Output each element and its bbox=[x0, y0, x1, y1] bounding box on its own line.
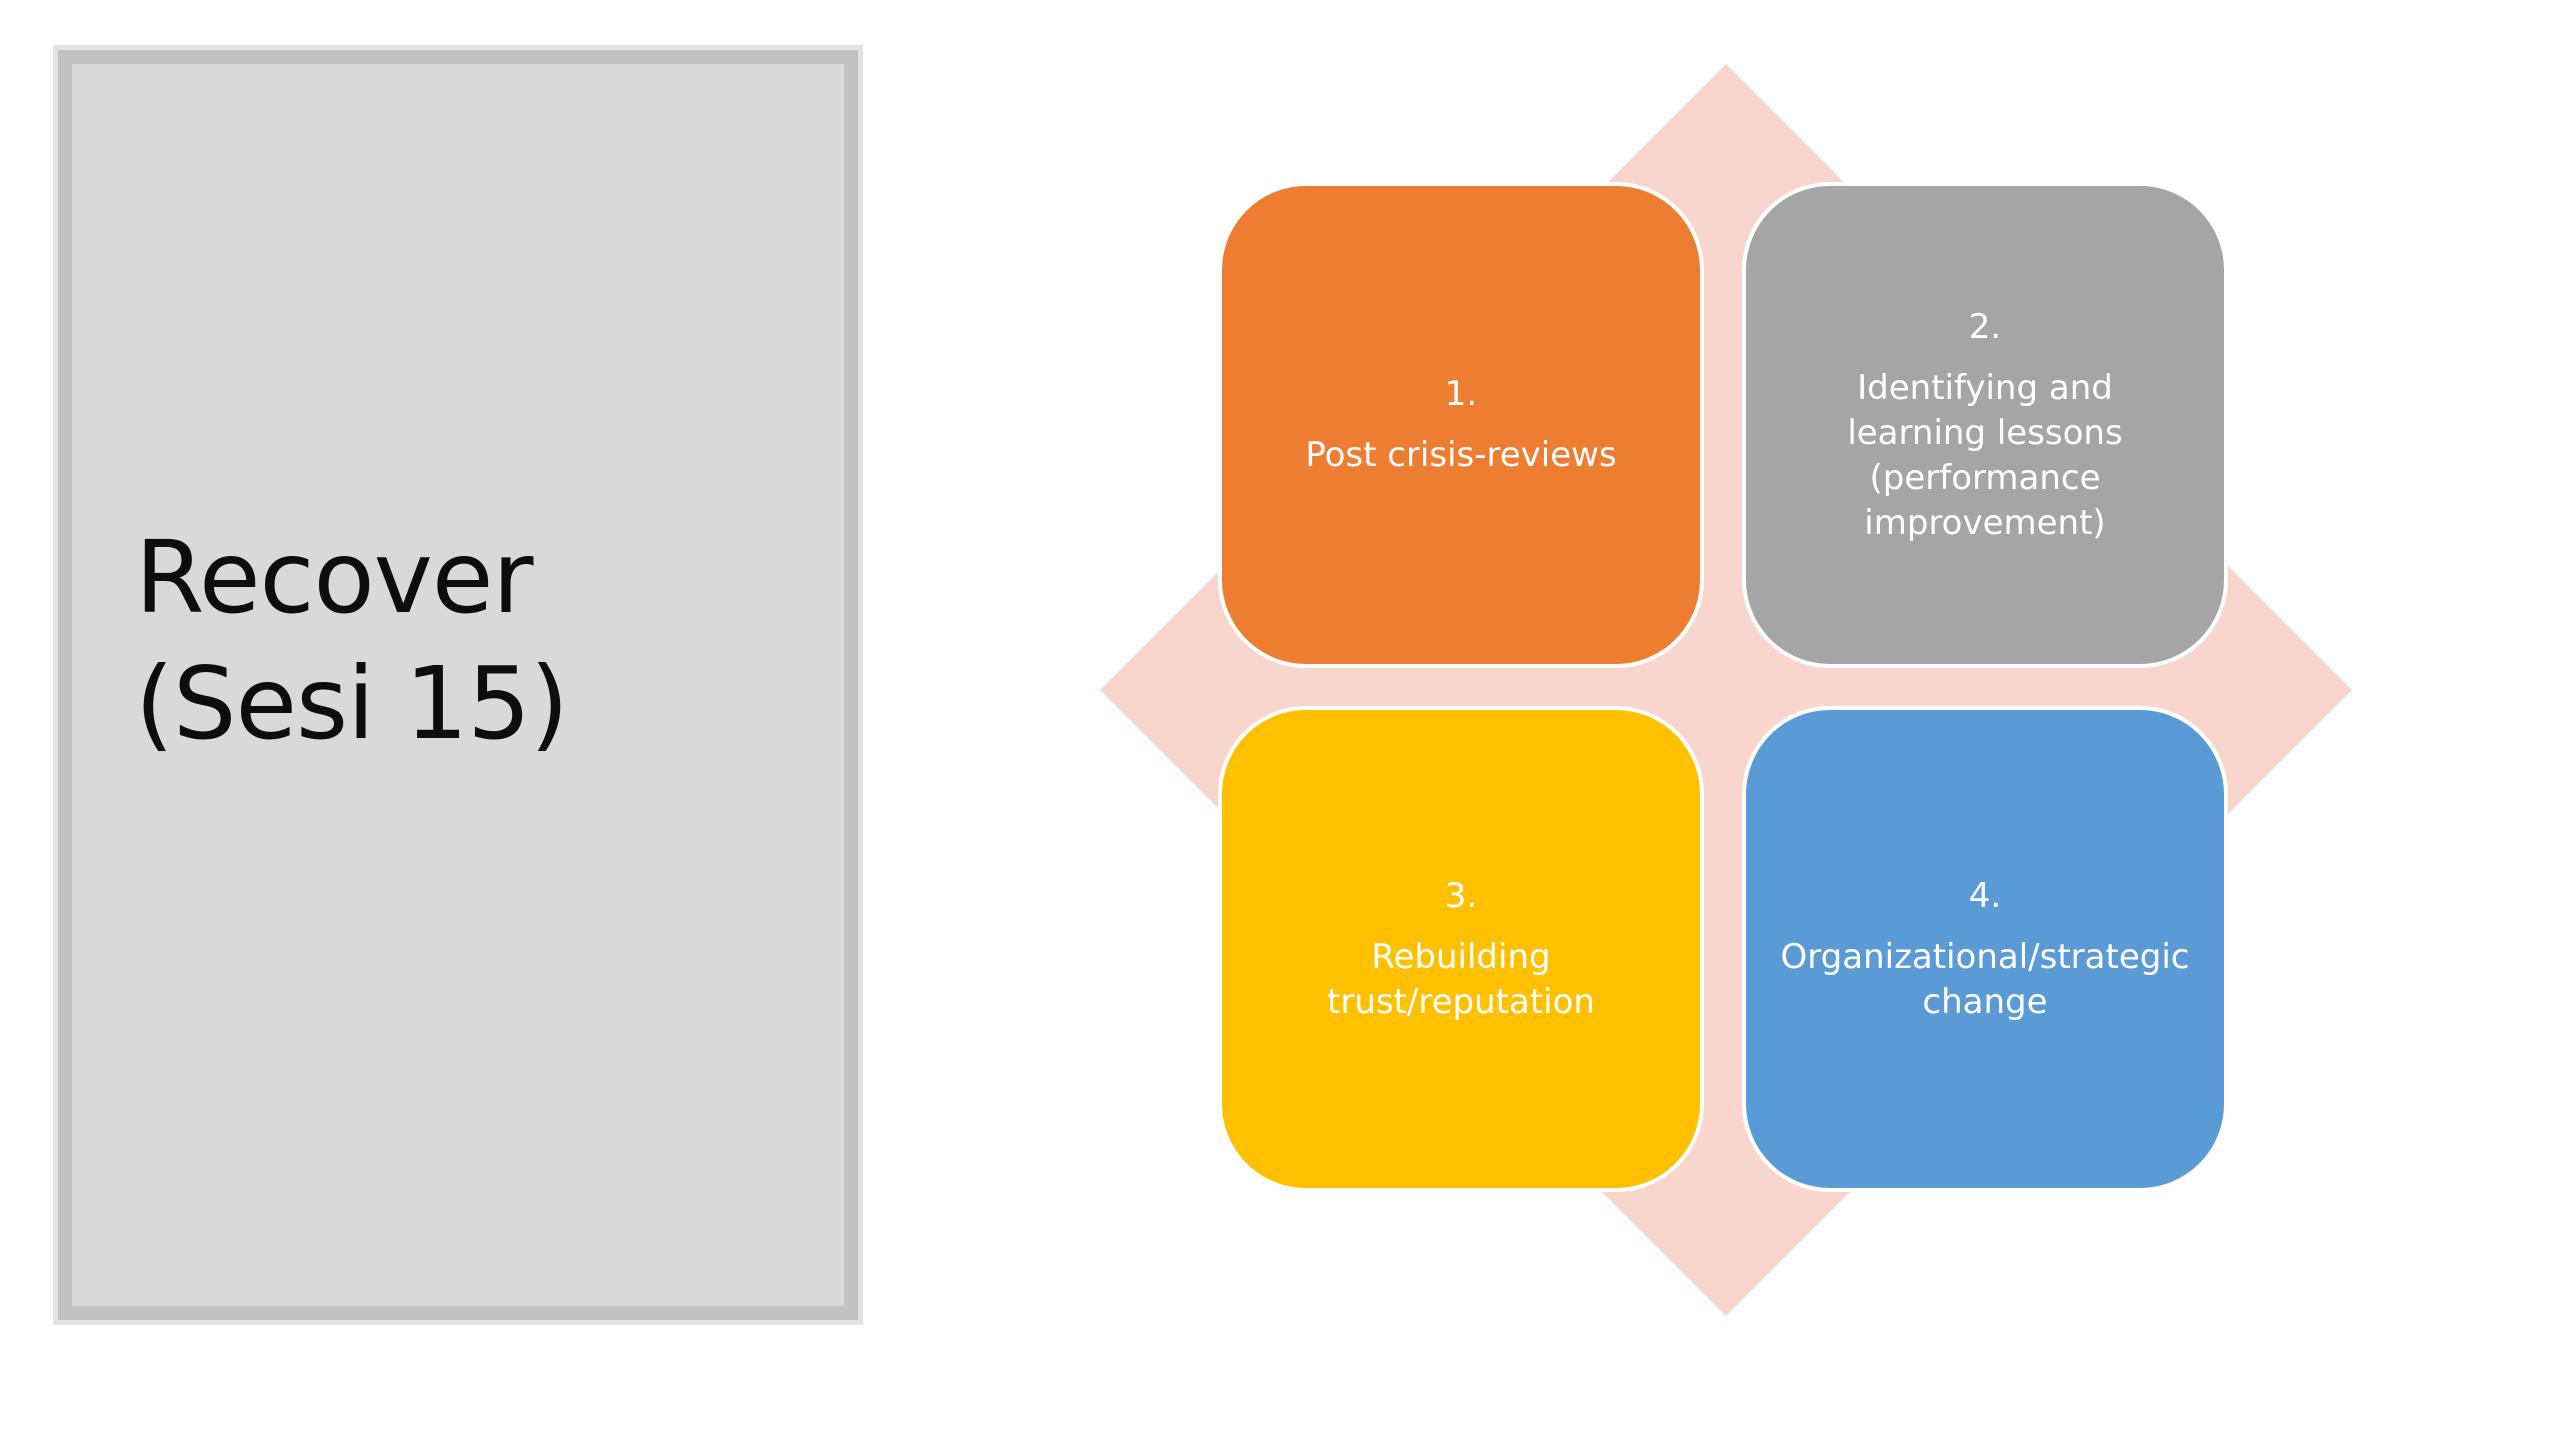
title-panel bbox=[53, 45, 863, 1325]
step-tile-2: 2. Identifying and learning lessons (per… bbox=[1742, 182, 2228, 668]
step-label-1: Post crisis-reviews bbox=[1305, 435, 1617, 475]
slide-title-line-2: (Sesi 15) bbox=[135, 645, 569, 762]
step-label-2: Identifying and learning lessons (perfor… bbox=[1847, 367, 2123, 543]
slide-title-line-1: Recover bbox=[135, 519, 533, 636]
step-label-4: Organizational/strategic change bbox=[1780, 936, 2190, 1022]
slide-title: Recover (Sesi 15) bbox=[135, 515, 569, 767]
step-tile-3: 3. Rebuilding trust/reputation bbox=[1218, 706, 1704, 1192]
step-tile-4: 4. Organizational/strategic change bbox=[1742, 706, 2228, 1192]
step-tile-1: 1. Post crisis-reviews bbox=[1218, 182, 1704, 668]
step-number-3: 3. bbox=[1444, 875, 1478, 916]
step-number-1: 1. bbox=[1444, 374, 1478, 414]
step-label-3: Rebuilding trust/reputation bbox=[1327, 936, 1595, 1022]
step-number-4: 4. bbox=[1968, 875, 2002, 916]
step-number-2: 2. bbox=[1968, 306, 2002, 347]
